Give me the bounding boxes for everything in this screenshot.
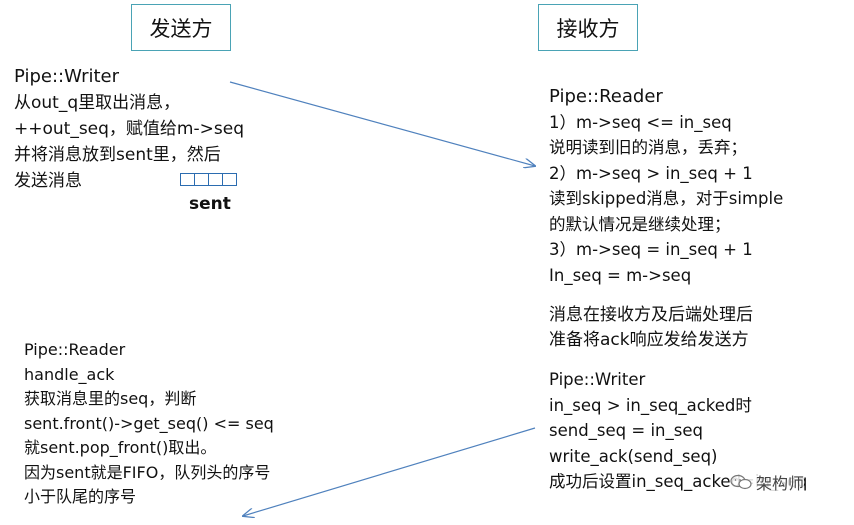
receiver-reader-line: 的默认情况是继续处理； [549,214,731,234]
receiver-writer-block: Pipe::Writer in_seq > in_seq_acked时 send… [549,367,807,495]
receiver-reader-line: In_seq = m->seq [549,265,692,285]
receiver-reader-line: 说明读到旧的消息，丢弃； [549,138,747,157]
watermark: 架构师 [730,470,805,494]
sender-reader-line: sent.front()->get_seq() <= seq [24,413,274,433]
receiver-header: 接收方 [538,4,638,51]
watermark-text: 架构师 [756,474,805,493]
receiver-reader-line: 读到skipped消息，对于simple [549,189,784,208]
receiver-reader-line: 2）m->seq > in_seq + 1 [549,163,753,183]
sender-reader-block: Pipe::Reader handle_ack 获取消息里的seq，判断 sen… [24,338,274,510]
receiver-reader-block: Pipe::Reader 1）m->seq <= in_seq 说明读到旧的消息… [549,84,783,288]
receiver-reader-line: 3）m->seq = in_seq + 1 [549,240,753,259]
receiver-writer-line: send_seq = in_seq [549,421,703,440]
receiver-writer-title: Pipe::Writer [549,370,646,389]
sent-queue [180,173,237,186]
sender-reader-line: 获取消息里的seq，判断 [24,389,197,408]
sender-writer-line: 发送消息 [14,171,82,191]
sender-writer-block: Pipe::Writer 从out_q里取出消息， ++out_seq，赋值给m… [14,64,244,194]
sender-reader-line: 小于队尾的序号 [24,487,137,506]
receiver-reader-title: Pipe::Reader [549,86,663,107]
sent-queue-label: sent [189,194,231,214]
ack-response-arrow [243,427,536,516]
wechat-icon [730,474,752,490]
notice-line: 准备将ack响应发给发送方 [549,330,749,350]
sender-reader-line: handle_ack [24,364,115,384]
sender-writer-line: 从out_q里取出消息， [14,93,181,113]
send-message-arrow [229,81,535,166]
sender-reader-title: Pipe::Reader [24,340,126,359]
sender-reader-line: 就sent.pop_front()取出。 [24,438,217,457]
queue-cell [222,173,237,186]
notice-line: 消息在接收方及后端处理后 [549,305,753,325]
receiver-reader-line: 1）m->seq <= in_seq [549,112,732,132]
receiver-writer-line: write_ack(send_seq) [549,446,718,466]
receiver-writer-line: in_seq > in_seq_acked时 [549,395,752,415]
receiver-header-label: 接收方 [556,16,620,41]
sender-reader-line: 因为sent就是FIFO，队列头的序号 [24,462,271,482]
sender-writer-title: Pipe::Writer [14,66,120,87]
receiver-notice-block: 消息在接收方及后端处理后 准备将ack响应发给发送方 [549,303,753,353]
sender-header: 发送方 [131,4,231,51]
sender-writer-line: 并将消息放到sent里，然后 [14,145,221,165]
sender-writer-line: ++out_seq，赋值给m->seq [14,119,244,139]
sender-header-label: 发送方 [149,16,213,41]
